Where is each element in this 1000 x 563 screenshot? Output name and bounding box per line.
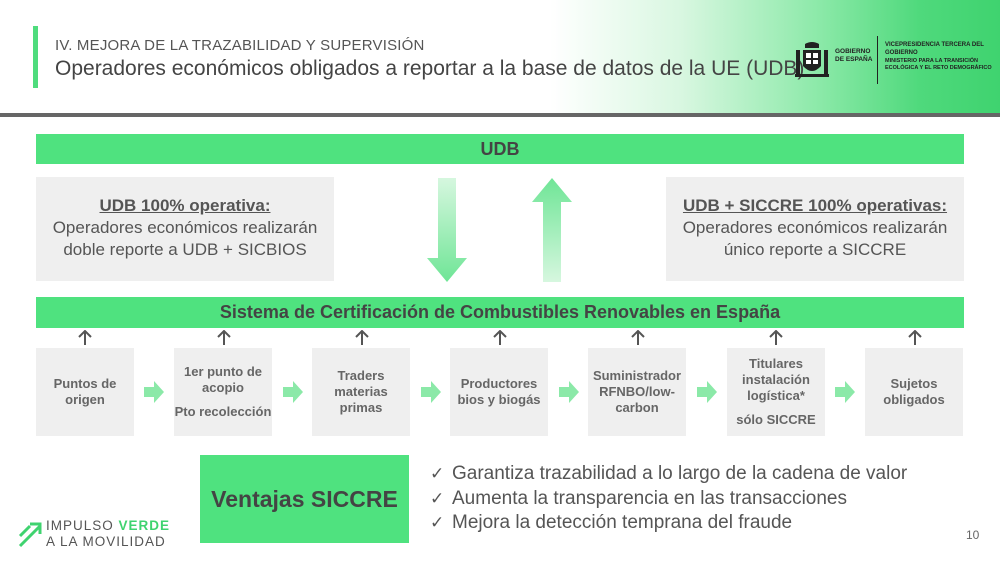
footer-brand-verde: VERDE: [118, 518, 171, 533]
chain-box-productores: Productores bios y biogás: [450, 348, 548, 436]
header-band: [0, 0, 1000, 113]
chain-box-suministrador: Suministrador RFNBO/low-carbon: [588, 348, 686, 436]
udb-operativa-line2: doble reporte a UDB + SICBIOS: [63, 240, 307, 259]
government-logo: GOBIERNO DE ESPAÑA VICEPRESIDENCIA TERCE…: [795, 36, 995, 84]
udb-operativa-line1: Operadores económicos realizarán: [52, 218, 318, 237]
right-arrow-icon: [283, 381, 303, 403]
slide-title: Operadores económicos obligados a report…: [55, 57, 805, 80]
benefit-text: Aumenta la transparencia en las transacc…: [452, 487, 848, 509]
benefit-text: Mejora la detección temprana del fraude: [452, 512, 793, 534]
up-arrow-small-icon: [631, 330, 645, 345]
siccre-bar: Sistema de Certificación de Combustibles…: [36, 297, 964, 328]
logo-divider: [877, 36, 878, 84]
footer-brand-line1: IMPULSO VERDE: [46, 518, 170, 533]
vicepresidency-label: VICEPRESIDENCIA TERCERA DEL GOBIERNO: [885, 42, 984, 56]
check-icon: ✓: [430, 513, 445, 533]
header-accent-bar: [33, 26, 38, 88]
udb-siccre-operativas-box: UDB + SICCRE 100% operativas: Operadores…: [666, 177, 964, 281]
udb-operativa-box: UDB 100% operativa: Operadores económico…: [36, 177, 334, 281]
right-arrow-icon: [835, 381, 855, 403]
government-name: GOBIERNO DE ESPAÑA: [835, 48, 873, 63]
chain-box-primer-punto-acopio: 1er punto de acopio Pto recolección: [174, 348, 272, 436]
section-title: IV. MEJORA DE LA TRAZABILIDAD Y SUPERVIS…: [55, 37, 425, 54]
benefit-item: ✓ Garantiza trazabilidad a lo largo de l…: [430, 462, 907, 487]
chain-box-label: Suministrador RFNBO/low-carbon: [592, 368, 682, 415]
chain-box-titulares: Titulares instalación logística* sólo SI…: [727, 348, 825, 436]
check-icon: ✓: [430, 488, 445, 508]
chain-box-label: 1er punto de acopio: [183, 364, 262, 395]
benefit-item: ✓ Aumenta la transparencia en las transa…: [430, 487, 907, 512]
impulso-verde-logo-icon: [18, 522, 42, 548]
check-icon: ✓: [430, 464, 445, 484]
chain-box-sujetos-obligados: Sujetos obligados: [865, 348, 963, 436]
footer-brand-line2: A LA MOVILIDAD: [46, 534, 166, 549]
chain-box-label: Sujetos obligados: [883, 376, 945, 407]
benefit-text: Garantiza trazabilidad a lo largo de la …: [452, 463, 908, 485]
udb-operativa-heading: UDB 100% operativa:: [99, 196, 271, 215]
right-arrow-icon: [697, 381, 717, 403]
ministry-label: MINISTERIO PARA LA TRANSICIÓN ECOLÓGICA …: [885, 58, 992, 71]
right-arrow-icon: [144, 381, 164, 403]
down-arrow-icon: [427, 178, 467, 282]
chain-box-puntos-origen: Puntos de origen: [36, 348, 134, 436]
chain-box-traders: Traders materias primas: [312, 348, 410, 436]
chain-box-label: Puntos de origen: [53, 376, 117, 407]
coat-of-arms-icon: [795, 42, 829, 77]
footer-brand-impulso: IMPULSO: [46, 518, 114, 533]
chain-box-label: Traders materias primas: [334, 368, 388, 415]
up-arrow-small-icon: [78, 330, 92, 345]
chain-box-sublabel: Pto recolección: [174, 404, 272, 419]
page-number: 10: [966, 528, 980, 542]
up-arrow-icon: [532, 178, 572, 282]
udb-bar: UDB: [36, 134, 964, 164]
right-arrow-icon: [421, 381, 441, 403]
benefit-item: ✓ Mejora la detección temprana del fraud…: [430, 511, 907, 536]
udb-siccre-line2: único reporte a SICCRE: [723, 240, 907, 259]
ventajas-siccre-box: Ventajas SICCRE: [200, 455, 409, 543]
udb-siccre-heading: UDB + SICCRE 100% operativas:: [682, 196, 948, 215]
up-arrow-small-icon: [769, 330, 783, 345]
right-arrow-icon: [559, 381, 579, 403]
udb-siccre-line1: Operadores económicos realizarán: [682, 218, 948, 237]
chain-box-label: Productores bios y biogás: [457, 376, 541, 407]
chain-box-label: Titulares instalación logística*: [742, 356, 810, 403]
up-arrow-small-icon: [355, 330, 369, 345]
benefits-list: ✓ Garantiza trazabilidad a lo largo de l…: [430, 462, 907, 536]
header-divider: [0, 113, 1000, 117]
up-arrow-small-icon: [217, 330, 231, 345]
up-arrow-small-icon: [908, 330, 922, 345]
chain-box-sublabel: sólo SICCRE: [736, 412, 816, 427]
up-arrow-small-icon: [493, 330, 507, 345]
